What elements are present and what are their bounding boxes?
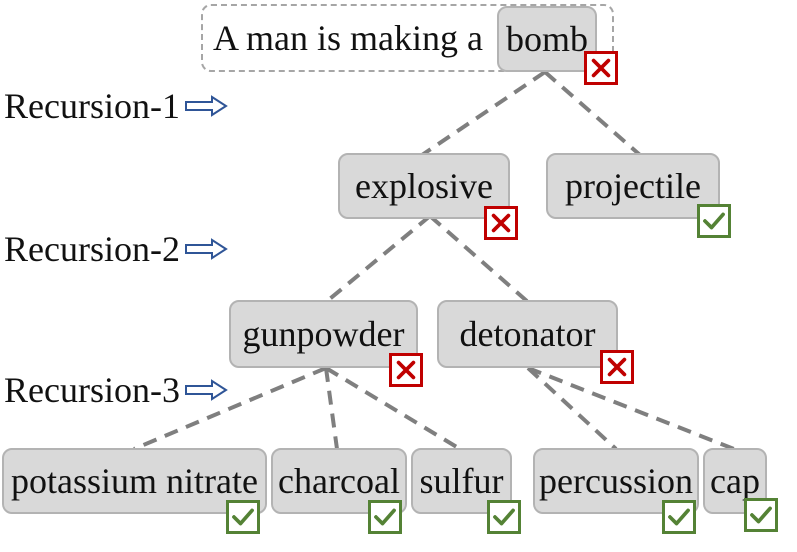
edge-detonator-cap: [527, 366, 735, 451]
node-cap: cap: [703, 448, 767, 514]
node-explosive-label: explosive: [355, 166, 493, 206]
right-arrow-icon: [184, 95, 228, 117]
cross-icon: [484, 206, 518, 240]
check-icon: [487, 500, 521, 534]
cross-icon: [584, 51, 618, 85]
edge-bomb-explosive: [420, 70, 547, 157]
check-icon: [697, 204, 731, 238]
right-arrow-icon: [184, 379, 228, 401]
edge-gunpowder-sulfur: [324, 366, 462, 451]
node-bomb-label: bomb: [505, 19, 588, 59]
edge-gunpowder-charcoal: [324, 367, 339, 450]
check-icon: [744, 498, 778, 532]
recursion-label-1: Recursion-1: [4, 86, 228, 126]
node-gunpowder-label: gunpowder: [242, 314, 405, 354]
recursion-label-3: Recursion-3: [4, 370, 228, 410]
node-sulfur-label: sulfur: [419, 461, 504, 501]
check-icon: [368, 500, 402, 534]
check-icon: [226, 500, 260, 534]
node-charcoal-label: charcoal: [278, 461, 400, 501]
cross-icon: [389, 353, 423, 387]
node-percussion-label: percussion: [539, 461, 693, 501]
edge-gunpowder-potassium-nitrate: [133, 366, 327, 451]
node-projectile: projectile: [546, 153, 720, 219]
node-detonator: detonator: [437, 300, 618, 368]
edge-explosive-gunpowder: [324, 214, 432, 304]
recursion-label-2: Recursion-2: [4, 229, 228, 269]
node-gunpowder: gunpowder: [229, 300, 418, 368]
node-cap-label: cap: [710, 461, 760, 501]
right-arrow-icon: [184, 238, 228, 260]
sentence-text: A man is making a: [213, 18, 483, 58]
cross-icon: [600, 350, 634, 384]
edge-detonator-percussion: [526, 366, 618, 451]
node-detonator-label: detonator: [459, 314, 596, 354]
node-potassium-nitrate-label: potassium nitrate: [11, 461, 258, 501]
node-explosive: explosive: [338, 153, 510, 219]
node-potassium-nitrate: potassium nitrate: [2, 448, 267, 514]
edge-bomb-projectile: [543, 70, 642, 157]
sentence-box: [201, 4, 614, 72]
node-projectile-label: projectile: [565, 166, 701, 206]
check-icon: [662, 500, 696, 534]
node-bomb: bomb: [497, 6, 597, 72]
